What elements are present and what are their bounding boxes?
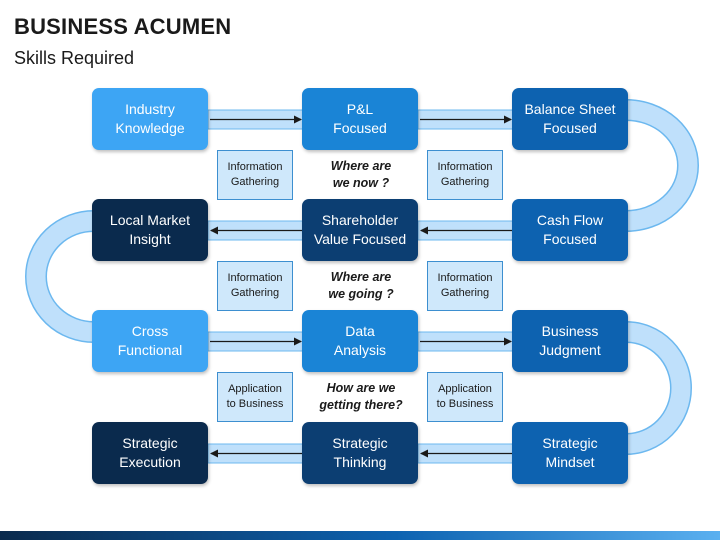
box-cash-flow-focused: Cash Flow Focused: [512, 199, 628, 261]
box-local-market-insight: Local Market Insight: [92, 199, 208, 261]
question-where-are-we-going: Where are we going ?: [328, 270, 394, 301]
box-business-judgment: Business Judgment: [512, 310, 628, 372]
tag-application-to-business-right: Application to Business: [427, 372, 503, 422]
box-strategic-execution: Strategic Execution: [92, 422, 208, 484]
box-balance-sheet-focused: Balance Sheet Focused: [512, 88, 628, 150]
tag-information-gathering-right-2: Information Gathering: [427, 261, 503, 311]
box-cross-functional: Cross Functional: [92, 310, 208, 372]
box-shareholder-value-focused: Shareholder Value Focused: [302, 199, 418, 261]
box-strategic-mindset: Strategic Mindset: [512, 422, 628, 484]
page-subtitle: Skills Required: [14, 48, 135, 68]
tag-application-to-business-left: Application to Business: [217, 372, 293, 422]
box-strategic-thinking: Strategic Thinking: [302, 422, 418, 484]
tag-information-gathering-left-2: Information Gathering: [217, 261, 293, 311]
box-industry-knowledge: Industry Knowledge: [92, 88, 208, 150]
question-how-are-we-getting-there: How are we getting there?: [319, 381, 403, 412]
tag-information-gathering-left-1: Information Gathering: [217, 150, 293, 200]
page-title: BUSINESS ACUMEN: [14, 14, 232, 39]
box-data-analysis: Data Analysis: [302, 310, 418, 372]
box-pl-focused: P&L Focused: [302, 88, 418, 150]
footer-gradient-bar: [0, 531, 720, 540]
question-where-are-we-now: Where are we now ?: [330, 159, 392, 190]
tag-information-gathering-right-1: Information Gathering: [427, 150, 503, 200]
